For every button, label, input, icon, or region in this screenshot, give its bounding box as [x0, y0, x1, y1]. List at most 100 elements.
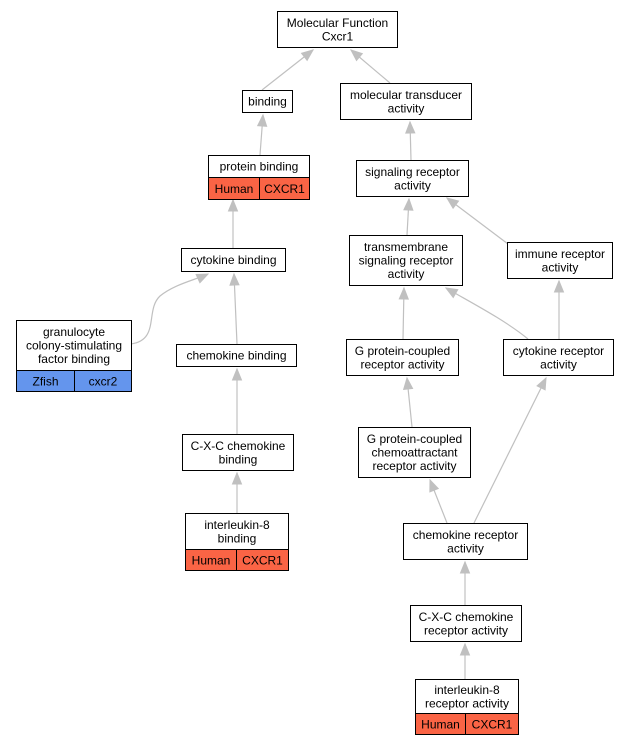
- arrowhead-icon: [231, 471, 243, 485]
- gene-tag-label: cxcr2: [89, 375, 118, 389]
- node-label-line: Cxcr1: [322, 29, 354, 43]
- node-label-line: chemokine receptor: [413, 528, 518, 542]
- node-box: [410, 605, 522, 642]
- node-label-line: receptor activity: [372, 459, 456, 473]
- node-label-line: chemoattractant: [371, 446, 458, 460]
- node-label-line: C-X-C chemokine: [419, 610, 514, 624]
- node-cytokine-binding[interactable]: cytokine binding: [181, 248, 286, 272]
- arrowhead-icon: [402, 376, 414, 390]
- node-label-line: activity: [388, 267, 425, 281]
- arrowhead-icon: [231, 367, 243, 381]
- node-label-line: binding: [219, 452, 258, 466]
- gene-tag-label: CXCR1: [264, 182, 305, 196]
- node-box: [503, 339, 614, 376]
- species-tag-label: Human: [192, 554, 231, 568]
- node-gpcr-chemoattractant[interactable]: G protein-coupledchemoattractantreceptor…: [358, 427, 471, 478]
- node-label-line: transmembrane: [364, 240, 448, 254]
- node-chemokine-binding[interactable]: chemokine binding: [176, 344, 297, 367]
- node-label-line: cytokine binding: [190, 253, 276, 267]
- node-label-line: immune receptor: [515, 247, 605, 261]
- node-label-line: cytokine receptor: [513, 344, 604, 358]
- edge-transmembrane-to-signaling_receptor: [403, 197, 414, 236]
- edge-cytokine_binding-to-protein_binding: [227, 198, 239, 248]
- arrowhead-icon: [256, 113, 268, 127]
- gene-tag: [74, 370, 132, 392]
- node-box: [340, 83, 472, 120]
- node-label-line: binding: [248, 95, 287, 109]
- node-label-line: Molecular Function: [287, 16, 388, 30]
- edge-gcsf_binding-to-cytokine_binding: [130, 273, 210, 345]
- edge-cxc_chemokine_receptor-to-chemokine_receptor: [459, 560, 471, 605]
- edge-chemokine_binding-to-cytokine_binding: [229, 272, 240, 345]
- arrowhead-icon: [459, 560, 471, 574]
- node-box: [358, 427, 471, 478]
- node-label-line: interleukin-8: [434, 683, 500, 697]
- node-label-line: granulocyte: [43, 325, 105, 339]
- edges-layer: [130, 49, 565, 679]
- species-tag-label: Zfish: [32, 375, 58, 389]
- node-label-line: activity: [394, 178, 431, 192]
- node-label-line: colony-stimulating: [26, 339, 122, 353]
- edge-cytokine_receptor-to-transmembrane: [444, 287, 529, 340]
- arrowhead-icon: [227, 198, 239, 212]
- species-tag-label: Human: [215, 182, 254, 196]
- gene-tag-label: CXCR1: [242, 554, 283, 568]
- node-box: [181, 248, 286, 272]
- arrowhead-icon: [444, 287, 459, 299]
- node-label-line: activity: [447, 541, 484, 555]
- arrowhead-icon: [195, 273, 210, 284]
- node-label-line: receptor activity: [360, 357, 444, 371]
- node-label-line: protein binding: [220, 160, 299, 174]
- edge-gpcr-to-transmembrane: [398, 286, 410, 340]
- arrowhead-icon: [405, 120, 416, 134]
- arrowhead-icon: [536, 376, 547, 391]
- node-box: [403, 523, 528, 560]
- gene-tag-label: CXCR1: [472, 718, 513, 732]
- arrowhead-icon: [349, 49, 364, 62]
- arrowhead-icon: [429, 478, 440, 493]
- arrowhead-icon: [300, 49, 315, 62]
- node-label-line: signaling receptor: [365, 165, 460, 179]
- node-label-line: factor binding: [38, 352, 110, 366]
- edge-cxc_chemokine_binding-to-chemokine_binding: [231, 367, 243, 434]
- edge-gpcr_chemoattractant-to-gpcr: [402, 376, 414, 428]
- node-label-line: C-X-C chemokine: [191, 439, 286, 453]
- node-label-line: interleukin-8: [204, 518, 270, 532]
- gene-tag: [236, 549, 289, 571]
- gene-tag: [259, 177, 310, 200]
- species-tag-label: Human: [421, 718, 460, 732]
- node-box: [176, 344, 297, 367]
- node-label-line: receptor activity: [424, 623, 508, 637]
- node-label-line: chemokine binding: [186, 349, 286, 363]
- edge-immune_receptor-to-signaling_receptor: [445, 197, 509, 245]
- node-box: [277, 11, 398, 48]
- node-binding[interactable]: binding: [242, 90, 293, 113]
- node-label-line: receptor activity: [425, 696, 509, 710]
- arrowhead-icon: [445, 197, 460, 210]
- node-label-line: activity: [540, 357, 577, 371]
- node-label-line: binding: [218, 531, 257, 545]
- gene-tag: [465, 713, 519, 735]
- node-box: [242, 90, 293, 113]
- edge-protein_binding-to-binding: [256, 113, 268, 156]
- node-label-line: G protein-coupled: [355, 344, 450, 358]
- edge-il8_receptor-to-cxc_chemokine_receptor: [459, 642, 471, 679]
- edge-transducer-to-root: [349, 49, 391, 84]
- arrowhead-icon: [553, 279, 565, 293]
- edge-cytokine_receptor-to-immune_receptor: [553, 279, 565, 339]
